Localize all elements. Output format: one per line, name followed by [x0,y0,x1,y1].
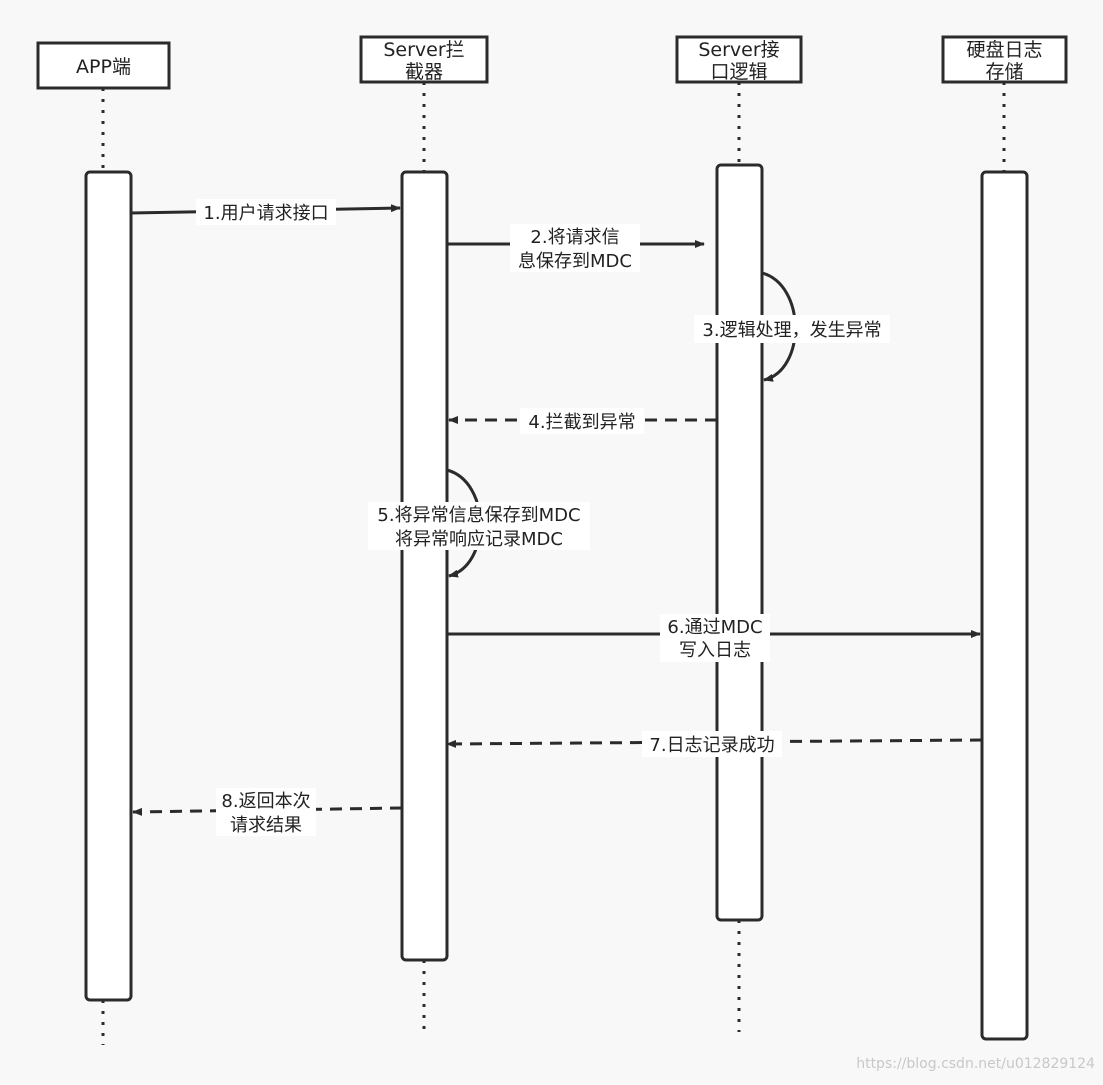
message-6: 6.通过MDC 写入日志 [447,614,981,662]
participant-interceptor-label-line2: 截器 [405,61,443,83]
activation-storage [980,170,1029,1041]
message-4-label: 4.拦截到异常 [528,412,635,433]
participant-app: APP端 [36,41,171,90]
participant-storage-label-line2: 存储 [985,61,1023,83]
participant-interceptor-label-line1: Server拦 [383,39,464,61]
message-2-label-line2: 息保存到MDC [518,251,632,272]
activation-logic [715,163,764,922]
message-5: 5.将异常信息保存到MDC 将异常响应记录MDC [368,468,590,578]
message-7: 7.日志记录成功 [446,731,983,757]
message-8-label-line2: 请求结果 [230,815,302,836]
message-2-label-line1: 2.将请求信 [530,227,619,248]
message-2: 2.将请求信 息保存到MDC [447,224,705,272]
participant-storage-label-line1: 硬盘日志 [966,39,1042,61]
message-7-label: 7.日志记录成功 [649,735,774,756]
participant-app-label: APP端 [76,56,131,78]
participant-logic-label-line1: Server接 [698,39,779,61]
message-5-label-line1: 5.将异常信息保存到MDC [377,505,580,526]
message-6-label-line1: 6.通过MDC [667,617,762,638]
participant-interceptor: Server拦 截器 [359,35,489,84]
participant-logic-label-line2: 口逻辑 [710,61,767,83]
activation-app [84,170,133,1002]
message-5-label-line2: 将异常响应记录MDC [395,529,563,550]
activation-interceptor [400,170,449,962]
message-4: 4.拦截到异常 [448,408,717,434]
message-3-label: 3.逻辑处理，发生异常 [702,320,881,341]
message-8-arrow [132,806,403,816]
participant-logic: Server接 口逻辑 [675,35,803,84]
message-1-label: 1.用户请求接口 [203,203,328,224]
message-1: 1.用户请求接口 [130,199,401,225]
message-3: 3.逻辑处理，发生异常 [694,271,890,382]
participant-storage: 硬盘日志 存储 [941,35,1068,84]
message-6-label-line2: 写入日志 [679,640,751,661]
watermark-text: https://blog.csdn.net/u012829124 [856,1056,1095,1072]
message-8-label-line1: 8.返回本次 [221,791,310,812]
message-8: 8.返回本次 请求结果 [132,788,403,836]
